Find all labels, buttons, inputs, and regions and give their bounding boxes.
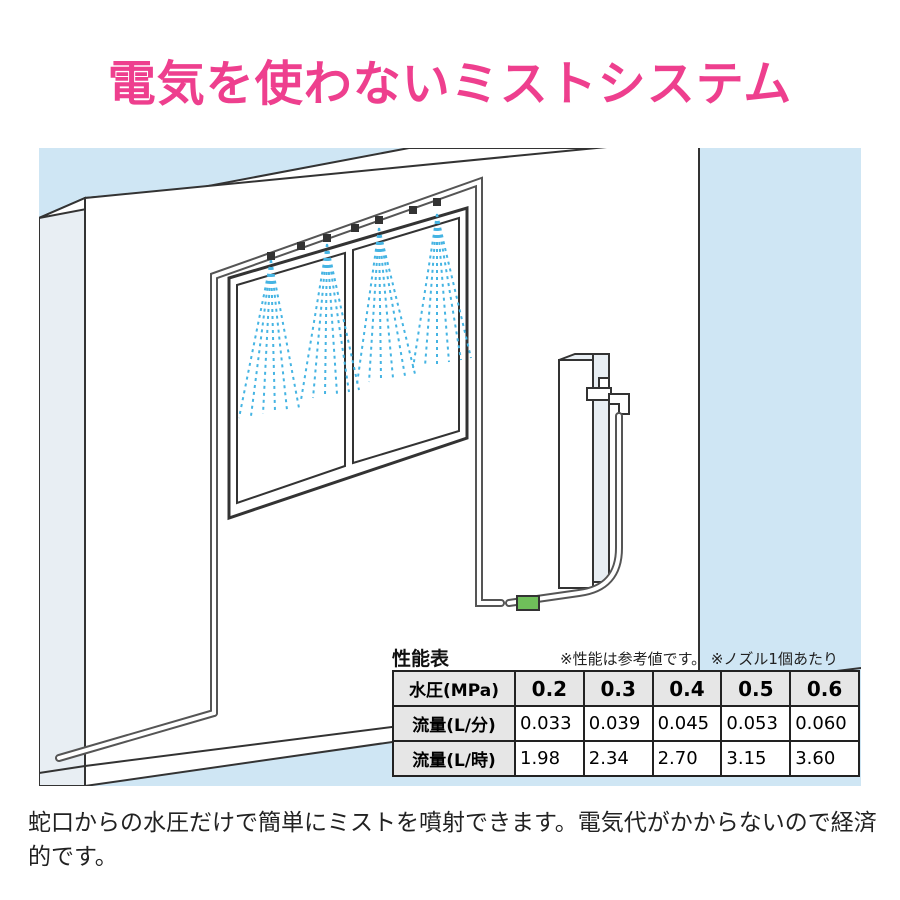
table-cell: 0.2	[514, 670, 585, 707]
table-cell: 1.98	[514, 740, 585, 777]
mist-spray	[238, 213, 472, 419]
table-cell: 0.033	[514, 705, 585, 742]
table-cell: 3.15	[720, 740, 792, 777]
table-cell: 2.34	[582, 740, 654, 777]
table-cell: 0.4	[651, 670, 723, 707]
page-title: 電気を使わないミストシステム	[107, 56, 793, 112]
building-side	[39, 196, 86, 786]
faucet-icon	[586, 377, 630, 415]
performance-table: 水圧(MPa) 0.2 0.3 0.4 0.5 0.6 流量(L/分) 0.03…	[392, 670, 860, 777]
performance-table-label: 性能表	[392, 648, 450, 670]
performance-note: ※性能は参考値です。 ※ノズル1個あたり	[560, 650, 838, 668]
table-cell: 0.039	[582, 705, 654, 742]
row-header: 流量(L/時)	[392, 740, 516, 777]
hose-connector	[516, 595, 540, 611]
description-text: 蛇口からの水圧だけで簡単にミストを噴射できます。電気代がかからないので経済的です…	[28, 810, 877, 870]
mist-system-illustration	[39, 148, 861, 786]
table-cell: 0.053	[720, 705, 792, 742]
window-pane-left	[236, 251, 346, 505]
table-row: 水圧(MPa) 0.2 0.3 0.4 0.5 0.6	[392, 670, 860, 707]
table-cell: 2.70	[651, 740, 723, 777]
table-cell: 3.60	[789, 740, 860, 777]
table-cell: 0.5	[720, 670, 792, 707]
table-cell: 0.060	[789, 705, 860, 742]
table-cell: 0.6	[789, 670, 860, 707]
table-cell: 0.3	[582, 670, 654, 707]
nozzle	[267, 198, 441, 260]
table-row: 流量(L/分) 0.033 0.039 0.045 0.053 0.060	[392, 705, 860, 742]
row-header: 水圧(MPa)	[392, 670, 516, 707]
window-pane-right	[352, 216, 460, 465]
building-top	[39, 148, 700, 219]
table-row: 流量(L/時) 1.98 2.34 2.70 3.15 3.60	[392, 740, 860, 777]
row-header: 流量(L/分)	[392, 705, 516, 742]
table-cell: 0.045	[651, 705, 723, 742]
